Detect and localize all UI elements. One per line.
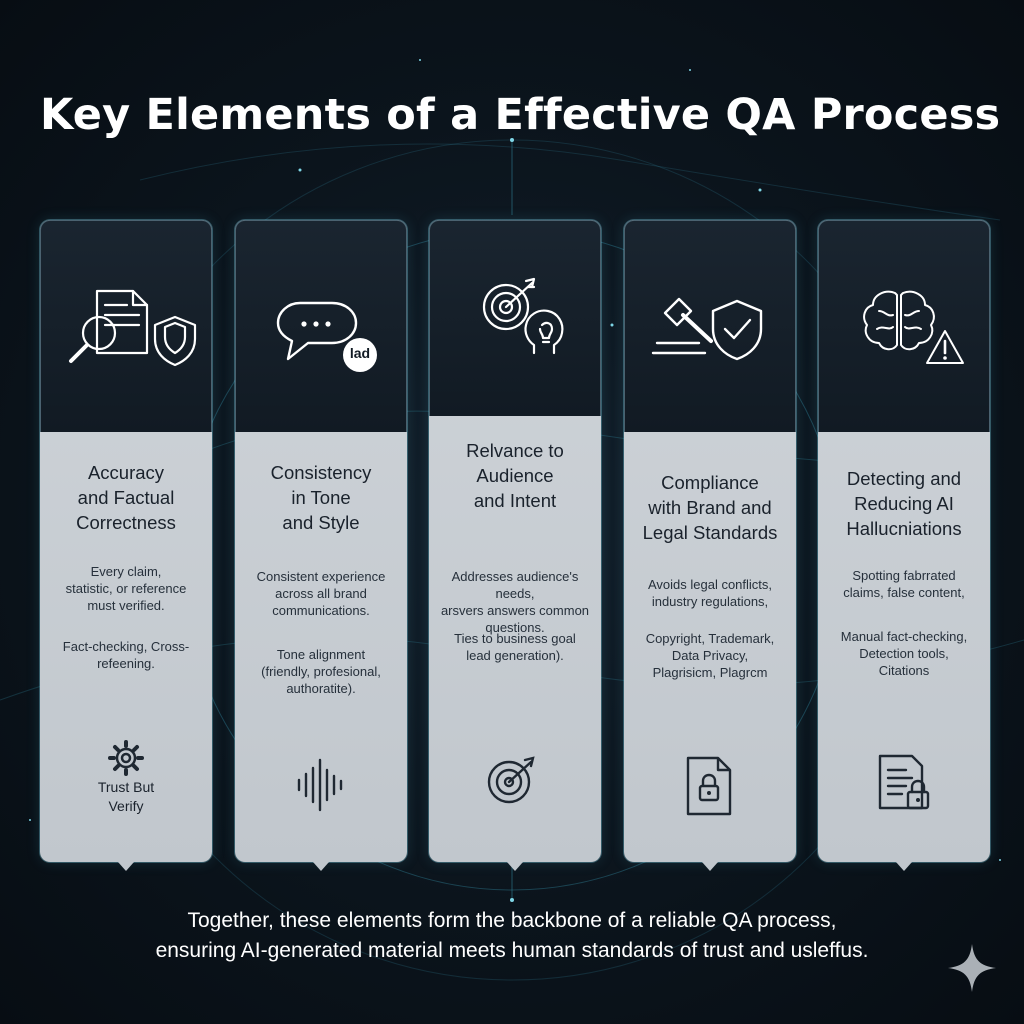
- card-text-line: Manual fact-checking,: [840, 629, 968, 644]
- card-heading-line: and Factual: [77, 487, 175, 508]
- card-text-line: Addresses audience's needs,: [451, 569, 579, 601]
- card-text-line: Avoids legal conflicts,: [647, 577, 773, 592]
- footer-line: Together, these elements form the backbo…: [187, 909, 837, 932]
- card-accuracy: Accuracy and Factual Correctness Every c…: [40, 220, 212, 871]
- file-lock-icon: [686, 756, 732, 816]
- card-text-line: Citations: [878, 663, 930, 678]
- card-text-line: refeening.: [97, 656, 155, 671]
- card-text-line: Plagrisicm, Plagrcm: [652, 665, 768, 680]
- card-heading-line: and Intent: [473, 490, 557, 511]
- card-text-line: (friendly, profesional,: [261, 664, 381, 679]
- card-heading-line: Correctness: [76, 512, 176, 533]
- document-lock-icon: [878, 754, 930, 810]
- sound-wave-icon: [297, 758, 343, 812]
- card-heading-line: with Brand and: [648, 497, 772, 518]
- card-heading-line: Audience: [476, 465, 554, 486]
- card-text-line: Data Privacy,: [671, 648, 749, 663]
- card-hallucinations: Detecting and Reducing AI Hallucniations…: [818, 220, 990, 871]
- card-text-line: Every claim,: [90, 564, 162, 579]
- card-footer-line: Trust But: [97, 779, 155, 795]
- card-icon-panel: [429, 220, 601, 416]
- brain-warning-icon: [863, 290, 964, 364]
- card-icon-panel: [624, 220, 796, 432]
- chat-bubble-icon: [276, 301, 377, 372]
- card-heading-line: and Style: [282, 512, 360, 533]
- card-text-line: communications.: [272, 603, 370, 618]
- card-text-line: claims, false content,: [843, 585, 965, 600]
- card-consistency: lad Consistency in Tone and Style Consis…: [235, 220, 407, 871]
- card-heading-line: Relvance to: [466, 440, 564, 461]
- card-heading-line: Compliance: [661, 472, 759, 493]
- card-text-line: must verified.: [87, 598, 165, 613]
- card-text-line: Tone alignment: [276, 647, 366, 662]
- card-text-line: industry regulations,: [651, 594, 769, 609]
- card-text-line: questions.: [485, 620, 545, 635]
- card-text-line: Ties to business goal: [454, 631, 576, 646]
- card-footer-line: Verify: [108, 798, 144, 814]
- document-magnifier-shield-icon: [69, 289, 197, 367]
- card-pointer: [507, 862, 523, 871]
- card-heading-line: Detecting and: [846, 468, 962, 489]
- card-heading-line: Accuracy: [87, 462, 165, 483]
- footer-line: ensuring AI-generated material meets hum…: [155, 939, 869, 962]
- card-text-line: Spotting fabrrated: [852, 568, 956, 583]
- card-text-line: across all brand: [275, 586, 367, 601]
- card-icon-panel: [818, 220, 990, 432]
- sparkle-icon: [948, 944, 996, 992]
- card-heading-line: Reducing AI: [854, 493, 954, 514]
- gavel-shield-icon: [651, 297, 763, 361]
- card-pointer: [896, 862, 912, 871]
- card-text-line: Fact-checking, Cross-: [62, 639, 190, 654]
- target-head-lightbulb-icon: [482, 277, 564, 355]
- card-text-line: Consistent experience: [256, 569, 386, 584]
- card-text-line: statistic, or reference: [65, 581, 187, 596]
- card-text-line: lead generation).: [466, 648, 564, 663]
- card-pointer: [118, 862, 134, 871]
- card-heading-line: Legal Standards: [642, 522, 778, 543]
- card-text-line: authoratite).: [286, 681, 356, 696]
- card-heading-line: in Tone: [291, 487, 351, 508]
- card-icon-panel: [40, 220, 212, 432]
- gear-icon: [108, 740, 144, 776]
- card-icon-panel: lad: [235, 220, 407, 432]
- card-text-line: Copyright, Trademark,: [645, 631, 775, 646]
- lad-badge: lad: [349, 345, 371, 361]
- footer-summary: Together, these elements form the backbo…: [0, 906, 1024, 966]
- card-text-line: arsvers answers common: [440, 603, 590, 618]
- card-relevance: Relvance to Audience and Intent Addresse…: [429, 220, 601, 871]
- card-pointer: [313, 862, 329, 871]
- target-arrow-icon: [487, 756, 535, 804]
- card-heading-line: Consistency: [270, 462, 372, 483]
- card-pointer: [702, 862, 718, 871]
- page-title: Key Elements of a Effective QA Process: [40, 90, 1001, 140]
- card-text-line: Detection tools,: [859, 646, 949, 661]
- card-heading-line: Hallucniations: [846, 518, 962, 539]
- card-compliance: Compliance with Brand and Legal Standard…: [624, 220, 796, 871]
